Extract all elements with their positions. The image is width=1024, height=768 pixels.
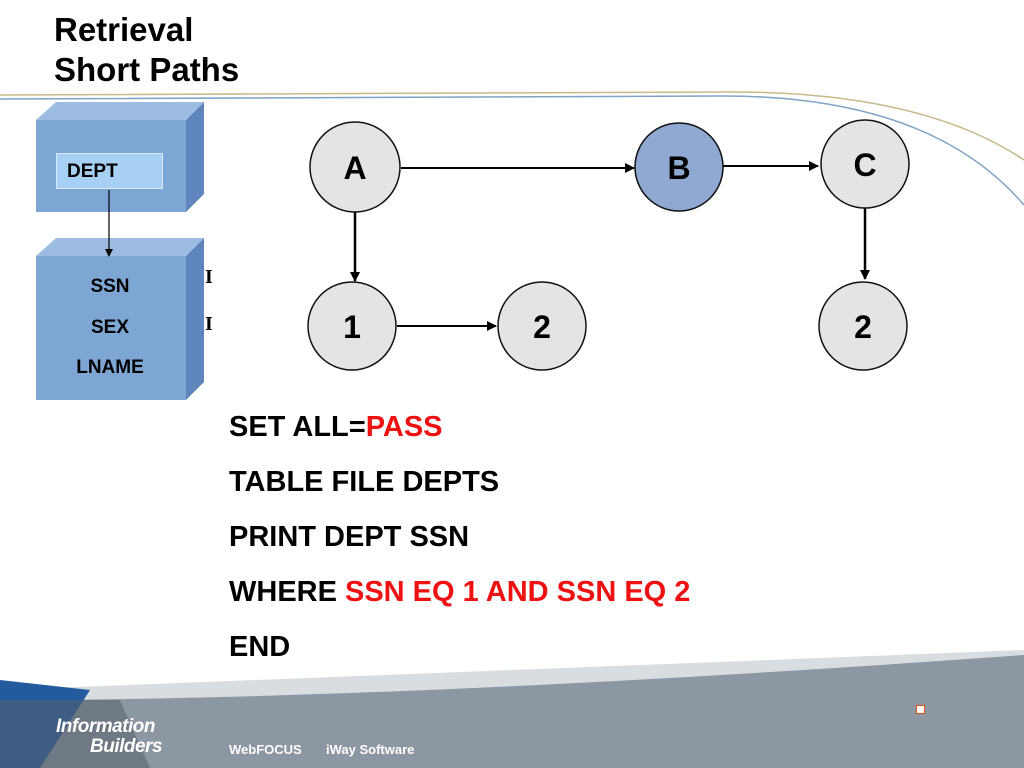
node-a-2: 2 bbox=[497, 281, 587, 371]
node-a: A bbox=[309, 121, 401, 213]
code-where-condition: SSN EQ 1 AND SSN EQ 2 bbox=[345, 576, 691, 608]
node-b-label: B bbox=[667, 150, 690, 186]
title-line-1: Retrieval bbox=[54, 11, 194, 48]
product-webfocus: WebFOCUS bbox=[229, 742, 302, 757]
segment-connector-arrow bbox=[105, 190, 113, 257]
index-mark-ssn: I bbox=[205, 266, 213, 288]
title-line-2: Short Paths bbox=[54, 51, 240, 88]
product-iway: iWay Software bbox=[326, 742, 415, 757]
field-ssn: SSN bbox=[90, 276, 130, 297]
code-line-3: PRINT DEPT SSN bbox=[229, 521, 470, 553]
node-a-label: A bbox=[343, 150, 366, 186]
code-line-1: SET ALL=PASS bbox=[229, 400, 690, 455]
dept-field: DEPT bbox=[56, 153, 163, 189]
code-pass-value: PASS bbox=[365, 411, 443, 443]
node-c-label: C bbox=[853, 147, 876, 183]
brand-logo-line-2: Builders bbox=[90, 736, 163, 757]
node-b: B bbox=[634, 122, 724, 212]
node-c-2: 2 bbox=[818, 281, 908, 371]
code-where: WHERE bbox=[229, 576, 345, 608]
code-set-all: SET ALL= bbox=[229, 411, 366, 443]
node-c: C bbox=[820, 119, 910, 209]
node-c-2-label: 2 bbox=[854, 309, 872, 345]
field-sex: SEX bbox=[90, 317, 130, 338]
child-segment-box bbox=[36, 238, 204, 400]
bullet-marker-icon bbox=[916, 705, 925, 714]
focus-code-block: SET ALL=PASS TABLE FILE DEPTS PRINT DEPT… bbox=[229, 400, 690, 675]
node-a-2-label: 2 bbox=[533, 309, 551, 345]
node-a-1: 1 bbox=[307, 281, 397, 371]
code-line-2: TABLE FILE DEPTS bbox=[229, 466, 500, 498]
brand-logo-line-1: Information bbox=[56, 716, 156, 737]
field-lname: LNAME bbox=[76, 357, 144, 378]
index-mark-sex: I bbox=[205, 313, 213, 335]
slide-title: Retrieval Short Paths bbox=[54, 10, 239, 90]
code-line-4: WHERE SSN EQ 1 AND SSN EQ 2 bbox=[229, 565, 690, 620]
code-line-5: END bbox=[229, 631, 291, 663]
node-a-1-label: 1 bbox=[343, 309, 361, 345]
